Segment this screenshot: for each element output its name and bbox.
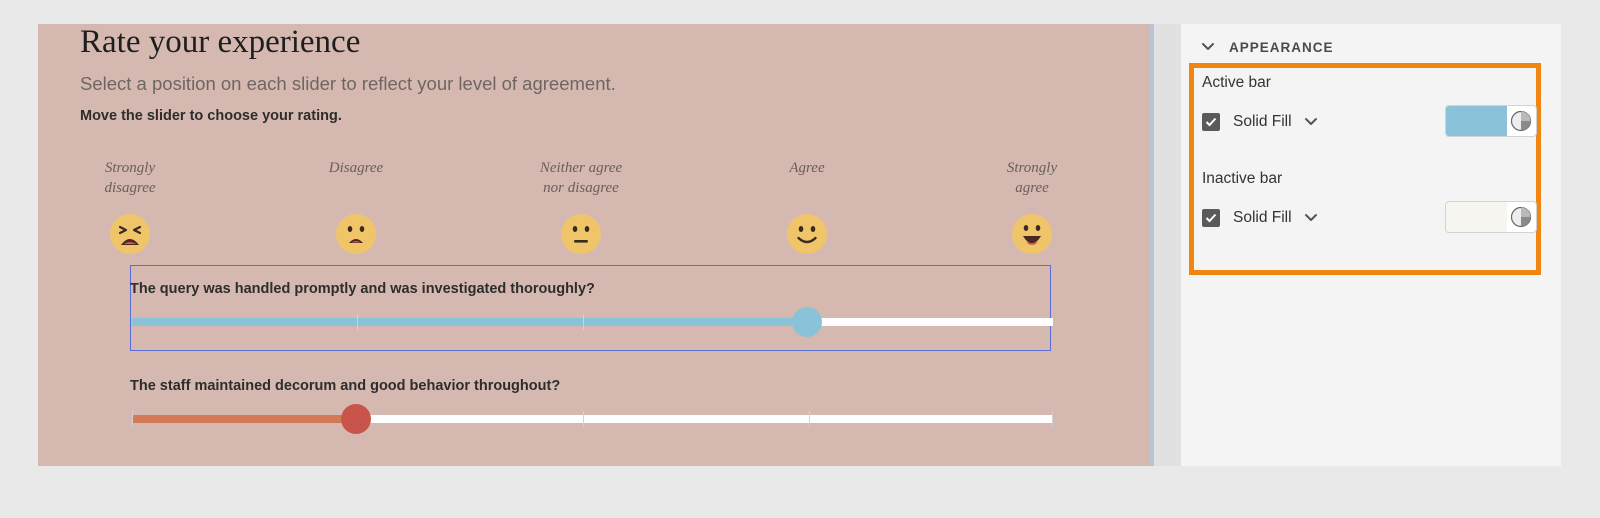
scale-label-line: Agree: [789, 160, 825, 176]
survey-instruction: Move the slider to choose your rating.: [80, 108, 342, 124]
opacity-icon[interactable]: [1510, 206, 1532, 228]
inactive-bar-fill-type[interactable]: Solid Fill: [1233, 209, 1292, 226]
survey-title: Rate your experience: [80, 24, 361, 60]
slider-tick: [357, 314, 358, 330]
neutral-face-icon: [561, 214, 601, 254]
survey-canvas: Rate your experience Select a position o…: [38, 24, 1150, 466]
question-1-slider-track[interactable]: [132, 314, 1053, 330]
active-bar-fill-dropdown[interactable]: [1304, 117, 1318, 127]
scale-label-agree: Agree: [727, 158, 887, 178]
question-2-text: The staff maintained decorum and good be…: [130, 378, 561, 394]
scale-label-line: disagree: [104, 180, 156, 196]
chevron-down-icon: [1304, 214, 1317, 221]
question-1-text: The query was handled promptly and was i…: [130, 281, 595, 297]
appearance-title: APPEARANCE: [1229, 39, 1334, 55]
inactive-bar-checkbox[interactable]: [1202, 209, 1220, 227]
highlight-box: [1189, 63, 1541, 275]
active-bar-color: [1446, 106, 1507, 136]
scale-label-strongly-disagree: Strongly disagree: [50, 158, 210, 198]
slider-tick: [583, 314, 584, 330]
selected-slider-outline: [130, 265, 1051, 351]
appearance-section-header[interactable]: APPEARANCE: [1201, 37, 1334, 57]
active-bar-checkbox[interactable]: [1202, 113, 1220, 131]
chevron-down-icon[interactable]: [1201, 42, 1215, 52]
slider-tick: [809, 411, 810, 427]
canvas-edge: [1150, 24, 1154, 466]
question-1-slider-thumb[interactable]: [792, 307, 822, 337]
scale-label-strongly-agree: Strongly agree: [952, 158, 1112, 198]
chevron-down-icon: [1304, 118, 1317, 125]
checkmark-icon: [1205, 213, 1217, 223]
checkmark-icon: [1205, 117, 1217, 127]
frowning-face-icon: [336, 214, 376, 254]
question-2-slider-thumb[interactable]: [341, 404, 371, 434]
smiling-face-icon: [787, 214, 827, 254]
appearance-panel: APPEARANCE Active bar Solid Fill Inactiv…: [1181, 24, 1561, 466]
panel-gutter: [1154, 24, 1181, 466]
active-bar-label: Active bar: [1202, 74, 1271, 91]
question-1-active-bar: [132, 318, 809, 326]
grinning-face-icon: [1012, 214, 1052, 254]
active-bar-color-swatch[interactable]: [1445, 105, 1537, 137]
opacity-icon[interactable]: [1510, 110, 1532, 132]
scale-label-neutral: Neither agree nor disagree: [501, 158, 661, 198]
scale-label-line: Disagree: [328, 160, 384, 176]
slider-tick: [132, 411, 133, 427]
inactive-bar-fill-dropdown[interactable]: [1304, 213, 1318, 223]
scale-label-line: nor disagree: [543, 180, 619, 196]
slider-tick: [1052, 411, 1053, 427]
inactive-bar-label: Inactive bar: [1202, 170, 1283, 187]
scale-label-disagree: Disagree: [276, 158, 436, 178]
inactive-bar-color: [1446, 202, 1507, 232]
question-2-active-bar: [132, 415, 358, 423]
slider-tick: [583, 411, 584, 427]
active-bar-fill-type[interactable]: Solid Fill: [1233, 113, 1292, 130]
scale-label-line: Neither agree: [539, 160, 623, 176]
question-2-slider-track[interactable]: [132, 411, 1053, 427]
tired-face-icon: [110, 214, 150, 254]
active-bar-fill-row: Solid Fill: [1202, 112, 1318, 132]
survey-subtitle: Select a position on each slider to refl…: [80, 73, 616, 94]
inactive-bar-color-swatch[interactable]: [1445, 201, 1537, 233]
scale-label-line: agree: [1015, 180, 1049, 196]
scale-label-line: Strongly: [104, 160, 156, 176]
inactive-bar-fill-row: Solid Fill: [1202, 208, 1318, 228]
scale-label-line: Strongly: [1006, 160, 1058, 176]
